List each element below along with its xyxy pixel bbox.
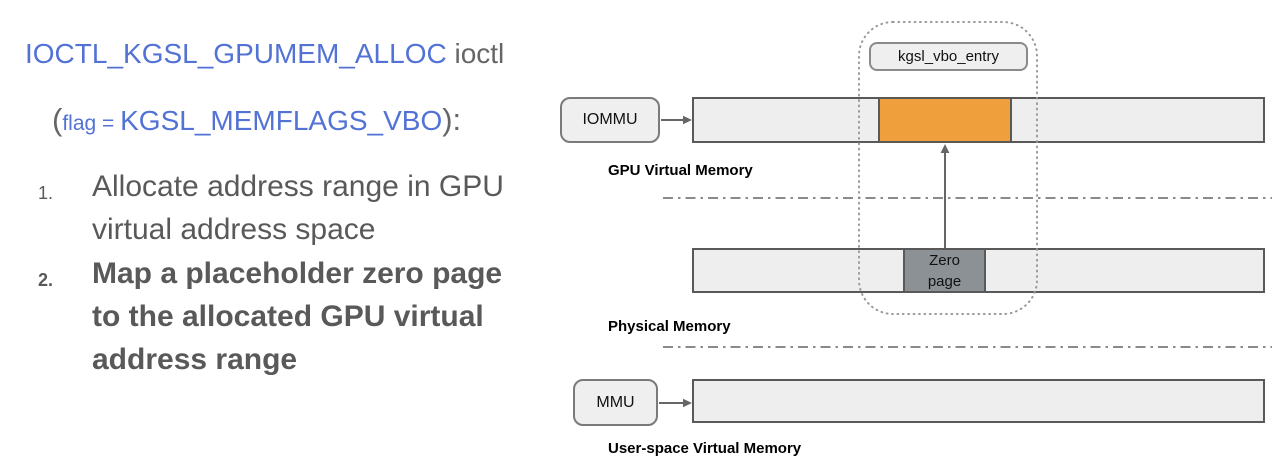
- gpu-virtual-memory-label: GPU Virtual Memory: [608, 162, 753, 179]
- list-item-1-number: 1.: [38, 183, 54, 203]
- slide-title: IOCTL_KGSL_GPUMEM_ALLOC ioctl: [25, 38, 504, 70]
- list-item-1-line-1: Allocate address range in GPU: [92, 170, 504, 203]
- mmu-arrowhead-icon: [683, 398, 692, 408]
- list-item-1: Allocate address range in GPU virtual ad…: [92, 165, 504, 251]
- subtitle-close: ):: [442, 102, 462, 137]
- list-item-2-line-3: address range: [92, 343, 298, 376]
- zero-page-label-line-1: Zero: [929, 251, 960, 269]
- kgsl-vbo-entry-box: kgsl_vbo_entry: [869, 42, 1028, 71]
- user-space-virtual-memory-bar: [692, 379, 1265, 423]
- vbo-allocated-range-segment: [878, 97, 1012, 143]
- iommu-box: IOMMU: [560, 97, 660, 143]
- user-space-virtual-memory-label: User-space Virtual Memory: [608, 440, 802, 457]
- list-item-2-line-1: Map a placeholder zero page: [92, 257, 503, 290]
- subtitle-open-paren: (: [52, 102, 63, 137]
- zero-page-segment: Zero page: [903, 248, 986, 293]
- physical-memory-label: Physical Memory: [608, 318, 731, 335]
- iommu-arrowhead-icon: [683, 115, 692, 125]
- subtitle-flag-prefix: flag =: [62, 112, 121, 135]
- kgsl-vbo-entry-label: kgsl_vbo_entry: [898, 48, 999, 65]
- zero-page-label-line-2: page: [927, 272, 962, 290]
- title-suffix: ioctl: [446, 38, 505, 69]
- iommu-label: IOMMU: [582, 111, 638, 128]
- list-item-2-number: 2.: [38, 270, 54, 290]
- zero-page-map-arrowhead-icon: [940, 144, 950, 153]
- list-item-2-line-2: to the allocated GPU virtual: [92, 300, 484, 333]
- mmu-box: MMU: [573, 379, 658, 426]
- list-item-1-line-2: virtual address space: [92, 213, 376, 246]
- mmu-label: MMU: [596, 393, 635, 411]
- title-ioctl-code: IOCTL_KGSL_GPUMEM_ALLOC: [25, 38, 447, 69]
- subtitle-flag-value: KGSL_MEMFLAGS_VBO: [120, 105, 443, 136]
- list-item-2: Map a placeholder zero page to the alloc…: [92, 252, 502, 381]
- slide-subtitle: (flag = KGSL_MEMFLAGS_VBO):: [52, 101, 461, 143]
